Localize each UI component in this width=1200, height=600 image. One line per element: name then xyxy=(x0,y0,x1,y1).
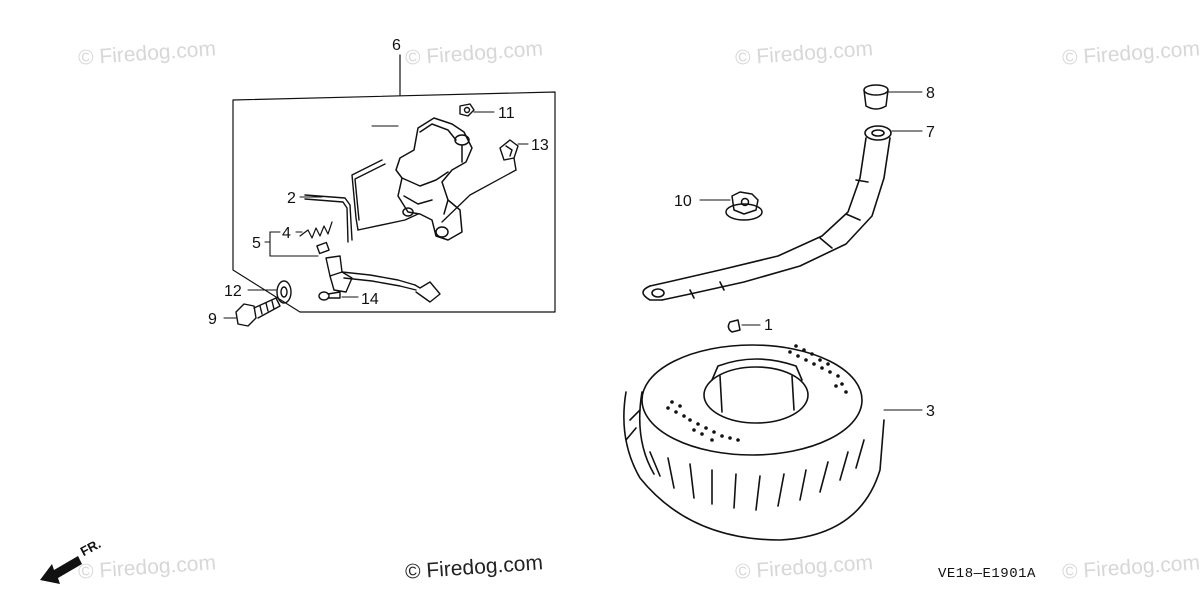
part-label-11: 11 xyxy=(498,105,515,122)
part-label-13: 13 xyxy=(531,137,549,154)
part-label-2: 2 xyxy=(287,190,296,207)
flywheel-vent-holes xyxy=(666,344,848,442)
arm-stay xyxy=(642,125,892,301)
part-label-5: 5 xyxy=(252,235,261,252)
part-labels: 6 11 13 2 4 5 12 9 14 8 7 10 1 3 xyxy=(208,37,935,420)
control-bracket xyxy=(395,117,473,241)
front-arrow-icon xyxy=(40,556,82,584)
part-label-7: 7 xyxy=(926,124,935,141)
part-label-14: 14 xyxy=(361,291,379,308)
part-label-1: 1 xyxy=(764,317,773,334)
small-nut xyxy=(459,103,475,117)
part-label-3: 3 xyxy=(926,403,935,420)
woodruff-key xyxy=(727,319,741,333)
governor-rod xyxy=(304,159,419,243)
part-label-12: 12 xyxy=(224,283,242,300)
part-label-8: 8 xyxy=(926,85,935,102)
part-label-10: 10 xyxy=(674,193,692,210)
part-label-9: 9 xyxy=(208,311,217,328)
flange-nut xyxy=(725,191,763,221)
small-screw xyxy=(318,291,341,301)
stop-switch xyxy=(316,241,441,303)
collar xyxy=(863,84,889,110)
part-label-6: 6 xyxy=(392,37,401,54)
flange-bolt xyxy=(235,297,281,327)
assembly-bracket-outline xyxy=(232,91,556,313)
leader-lines xyxy=(223,91,923,411)
spring xyxy=(299,221,333,239)
part-label-4: 4 xyxy=(282,225,291,242)
flywheel xyxy=(623,344,885,541)
washer xyxy=(276,280,292,304)
wire-clamp xyxy=(499,139,519,171)
diagram-code: VE18—E1901A xyxy=(938,566,1036,582)
